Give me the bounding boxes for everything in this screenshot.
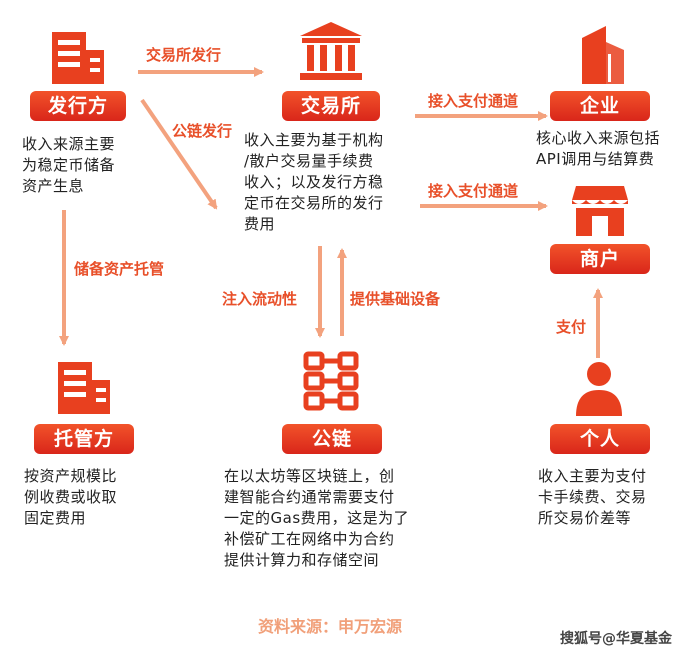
desc-line: 收入主要为基于机构 — [244, 131, 384, 149]
desc-line: 建智能合约通常需要支付 — [224, 488, 395, 506]
bank-icon — [300, 22, 362, 80]
label-issuer-custodian: 储备资产托管 — [74, 260, 165, 278]
node-exchange-label: 交易所 — [282, 91, 380, 121]
label-issuer-chain: 公链发行 — [172, 122, 233, 140]
label-exchange-merchant: 接入支付通道 — [428, 182, 519, 200]
desc-line: 收入来源主要 — [22, 135, 116, 153]
node-issuer-label: 发行方 — [30, 91, 126, 121]
person-icon — [576, 362, 622, 416]
desc-line: 定币在交易所的发行 — [244, 194, 384, 212]
desc-line: 收入；以及发行方稳 — [244, 173, 384, 191]
office-tower-icon — [582, 26, 624, 84]
desc-line: 核心收入来源包括 — [536, 129, 661, 147]
desc-line: 补偿矿工在网络中为合约 — [224, 530, 395, 548]
desc-line: 所交易价差等 — [538, 509, 632, 527]
node-individual-desc: 收入主要为支付 卡手续费、交易 所交易价差等 — [538, 466, 688, 529]
desc-line: 为稳定币储备 — [22, 156, 116, 174]
desc-line: 按资产规模比 — [24, 467, 118, 485]
desc-line: 收入主要为支付 — [538, 467, 647, 485]
building-icon — [52, 32, 104, 84]
label-chain-exchange: 提供基础设备 — [350, 290, 441, 308]
desc-line: 费用 — [244, 215, 276, 233]
node-custodian-label: 托管方 — [34, 424, 134, 454]
watermark: 搜狐号@华夏基金 — [560, 631, 672, 647]
node-enterprise-desc: 核心收入来源包括 API调用与结算费 — [536, 128, 696, 170]
node-enterprise-label: 企业 — [550, 91, 650, 121]
desc-line: /散户交易量手续费 — [244, 152, 374, 170]
desc-line: 资产生息 — [22, 177, 85, 195]
desc-line: 固定费用 — [24, 509, 87, 527]
label-individual-merchant: 支付 — [556, 318, 587, 336]
node-chain-label: 公链 — [282, 424, 382, 454]
node-custodian-desc: 按资产规模比 例收费或收取 固定费用 — [24, 466, 164, 529]
node-chain-desc: 在以太坊等区块链上，创 建智能合约通常需要支付 一定的Gas费用，这是为了 补偿… — [224, 466, 444, 571]
building-icon — [58, 362, 110, 414]
source-note: 资料来源：申万宏源 — [258, 617, 403, 636]
blockchain-icon — [303, 351, 359, 411]
node-issuer-desc: 收入来源主要 为稳定币储备 资产生息 — [22, 134, 152, 197]
arrow-issuer-chain — [140, 98, 218, 210]
desc-line: 卡手续费、交易 — [538, 488, 647, 506]
node-exchange-desc: 收入主要为基于机构 /散户交易量手续费 收入；以及发行方稳 定币在交易所的发行 … — [244, 130, 420, 235]
label-exchange-enterprise: 接入支付通道 — [428, 92, 519, 110]
node-merchant-label: 商户 — [550, 244, 650, 274]
node-individual-label: 个人 — [550, 424, 650, 454]
desc-line: 一定的Gas费用，这是为了 — [224, 509, 410, 527]
desc-line: 例收费或收取 — [24, 488, 118, 506]
desc-line: 提供计算力和存储空间 — [224, 551, 380, 569]
desc-line: 在以太坊等区块链上，创 — [224, 467, 395, 485]
label-issuer-exchange: 交易所发行 — [146, 46, 222, 64]
label-exchange-chain: 注入流动性 — [222, 290, 298, 308]
shop-icon — [572, 186, 628, 236]
desc-line: API调用与结算费 — [536, 150, 655, 168]
